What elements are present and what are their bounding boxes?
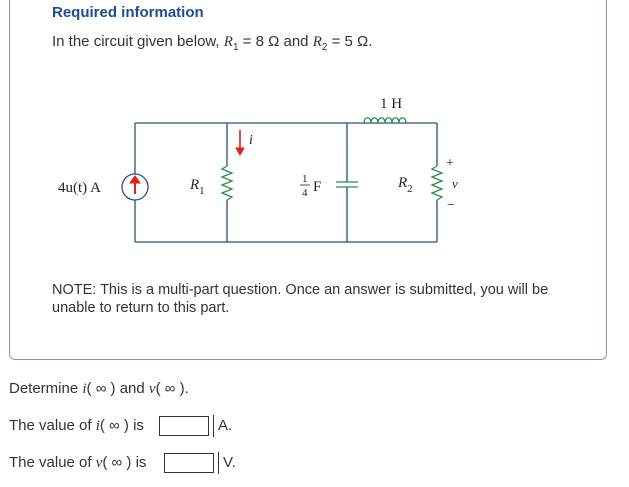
note-text: NOTE: This is a multi-part question. Onc… — [52, 282, 549, 316]
answer-i-unit: A. — [213, 415, 238, 437]
r2-symbol: R — [312, 34, 322, 50]
inductor-symbol — [363, 117, 407, 124]
r1-symbol: R — [223, 34, 233, 50]
v-plus: + — [446, 156, 454, 171]
cap-denominator: 4 — [302, 187, 308, 199]
answer-v-label: The value of v( ∞ ) is — [9, 454, 147, 471]
r2-subscript: 2 — [321, 42, 328, 53]
cap-unit: F — [313, 179, 321, 195]
cap-numerator: 1 — [302, 173, 308, 185]
question-inf-1: ( ∞ ) and — [86, 380, 149, 397]
r1-resistor-symbol — [220, 165, 234, 201]
r2-label: R2 — [397, 175, 413, 195]
question-i-symbol: i — [82, 381, 87, 397]
circuit-diagram: 4u(t) A R1 i 1 4 F 1 H R2 + v − — [58, 96, 458, 243]
intro-prefix: In the circuit given below, — [52, 33, 224, 50]
answer-v-input[interactable] — [164, 453, 214, 473]
current-label: i — [249, 133, 253, 148]
answer-i-label: The value of i( ∞ ) is — [9, 417, 144, 434]
answer-i-input[interactable] — [159, 416, 209, 436]
required-info-title: Required information — [52, 4, 204, 21]
required-info-panel — [9, 0, 607, 360]
inductor-label: 1 H — [380, 96, 402, 112]
v-minus: − — [447, 198, 455, 213]
r1-subscript: 1 — [232, 42, 239, 53]
question-prefix: Determine — [9, 380, 83, 397]
question-text: Determine i( ∞ ) and v( ∞ ). — [9, 380, 189, 398]
source-label: 4u(t) A — [58, 180, 101, 196]
r1-label: R1 — [189, 177, 205, 197]
r1-value: = 8 Ω and — [238, 33, 313, 50]
circuit-wires — [134, 122, 438, 243]
r2-resistor-symbol — [430, 165, 444, 201]
question-v-symbol: v — [148, 381, 156, 397]
answer-v-unit: V. — [218, 452, 243, 474]
r2-value: = 5 Ω. — [327, 33, 373, 50]
v-label: v — [452, 176, 458, 191]
intro-text: In the circuit given below, R1 = 8 Ω and… — [52, 33, 372, 53]
question-inf-2: ( ∞ ). — [155, 380, 189, 397]
